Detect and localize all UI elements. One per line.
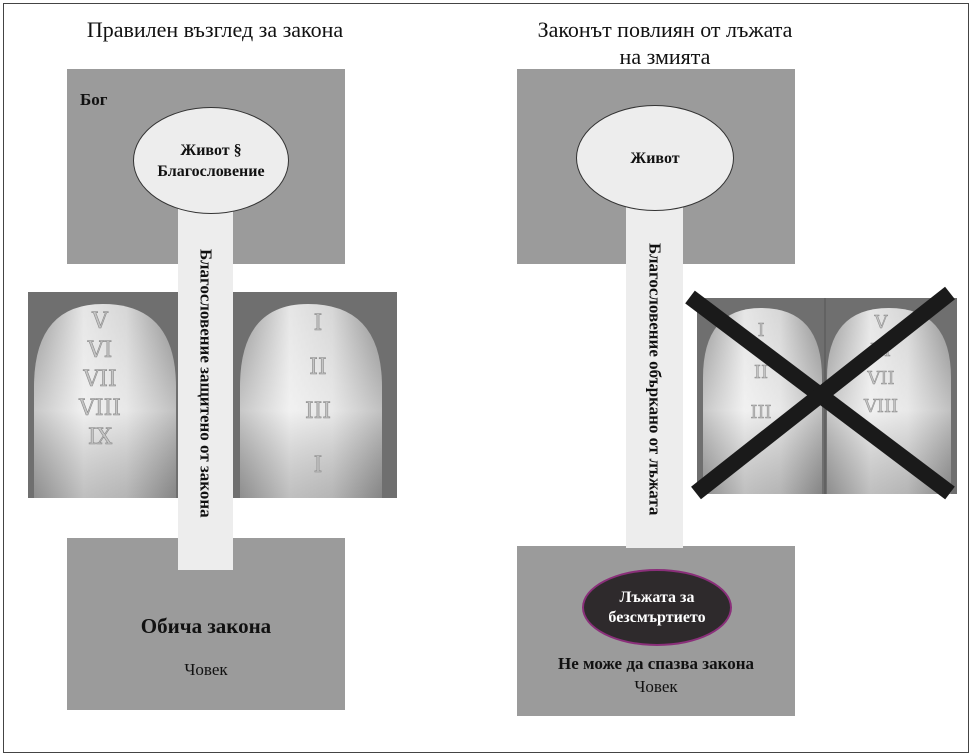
right-tablet-numeral: VIII — [863, 396, 898, 417]
right-tablet-numeral: II — [754, 362, 768, 383]
right-bottom-heading: Не може да спазва закона — [558, 654, 754, 673]
cross-mark-icon — [685, 286, 955, 500]
right-tablet-numeral: III — [750, 402, 771, 423]
right-ellipse-label: Живот — [630, 149, 680, 167]
left-ellipse-line2: Благословение — [157, 162, 265, 180]
left-ellipse-line1: Живот § — [180, 141, 242, 159]
left-tablet-numeral: V — [91, 309, 109, 334]
lie-line1: Лъжата за — [619, 588, 695, 606]
left-tablet-numeral: III — [305, 399, 331, 424]
right-title-line2: на змията — [619, 44, 711, 69]
left-tablet-numeral: VIII — [78, 396, 121, 421]
left-life-ellipse: Живот § Благословение — [133, 107, 289, 214]
right-tablet-numeral: V — [874, 312, 889, 333]
right-title: Законът повлиян от лъжата на змията — [490, 16, 840, 70]
right-title-line1: Законът повлиян от лъжата — [537, 17, 793, 42]
right-life-ellipse: Живот — [576, 105, 734, 211]
left-tablet-numeral: VI — [87, 338, 113, 363]
diagram-frame — [3, 3, 969, 753]
left-tablet-numeral: IX — [88, 425, 113, 450]
left-bottom-heading: Обича закона — [140, 614, 272, 638]
left-tablet-numeral: I — [314, 453, 323, 478]
left-pillar-text: Благословение защитено от закона — [196, 248, 216, 518]
left-tablet-numeral: VII — [82, 367, 116, 392]
right-blessing-pillar — [626, 185, 683, 548]
lie-line2: безсмъртието — [608, 608, 706, 626]
right-pillar-text: Благословение объркано от лъжата — [645, 242, 665, 516]
left-blessing-pillar — [178, 185, 233, 570]
left-tablet-numeral: II — [309, 355, 326, 380]
left-god-label: Бог — [80, 90, 108, 109]
left-bottom-sub: Човек — [184, 660, 228, 679]
right-tablet-numeral: I — [757, 320, 764, 341]
right-tablet-numeral: VII — [866, 368, 894, 389]
right-bottom-sub: Човек — [634, 677, 678, 696]
left-title: Правилен възглед за закона — [86, 17, 344, 42]
immortality-lie-ellipse: Лъжата за безсмъртието — [582, 569, 732, 646]
left-tablet-numeral: I — [314, 311, 323, 336]
